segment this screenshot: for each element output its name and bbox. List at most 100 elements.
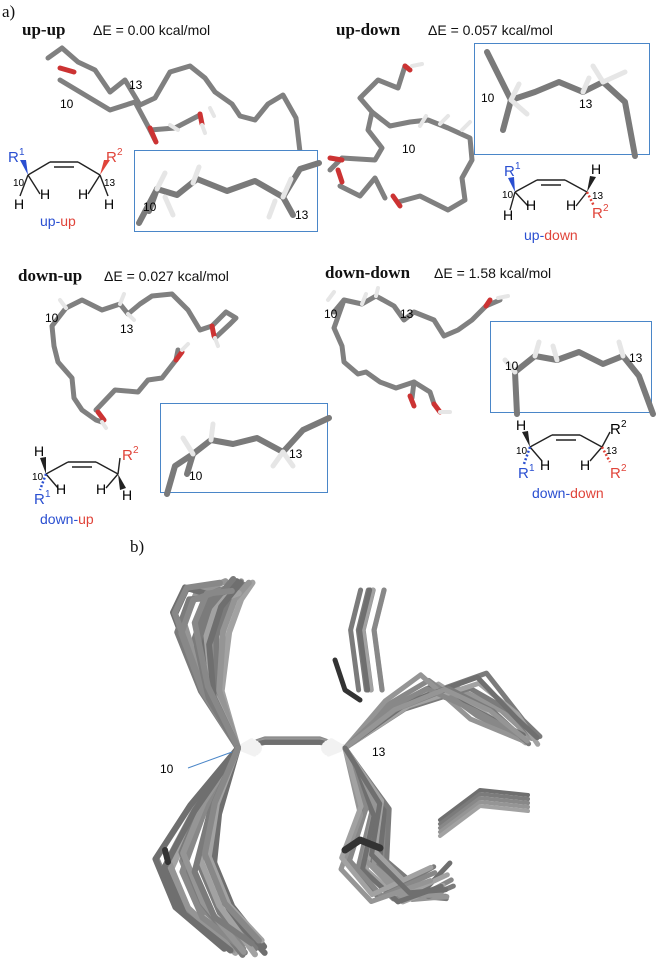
- down-down-title: down-down: [325, 263, 411, 282]
- down-down-r1-sup: 1: [529, 463, 535, 474]
- down-up-caption-second: up: [78, 511, 94, 527]
- conformer-bond: [342, 745, 449, 896]
- up-down-r1-sup: 1: [515, 161, 521, 172]
- up-up-title: up-up: [22, 20, 66, 39]
- up-up-scheme-c10: 10: [13, 178, 25, 189]
- up-up-caption-sep: -: [56, 213, 61, 229]
- up-down-r2-sup: 2: [603, 203, 609, 214]
- up-up-r1: R: [8, 149, 19, 166]
- c10-leader-line: [187, 751, 233, 769]
- down-up-h4: H: [122, 487, 132, 503]
- conformer-bond: [326, 746, 347, 757]
- down-up-inset-c10: 10: [189, 469, 203, 483]
- down-up-h-top: H: [34, 443, 44, 459]
- up-down-scheme-c13: 13: [592, 191, 604, 202]
- down-up-h3: H: [96, 481, 106, 497]
- up-up-caption-first: up: [40, 213, 56, 229]
- up-down-r1: R: [504, 163, 515, 180]
- conformer-bond: [438, 796, 530, 830]
- down-up-scheme-c10: 10: [32, 472, 44, 483]
- conformer-bond: [438, 792, 530, 826]
- conformer-bond: [360, 587, 376, 693]
- up-up-energy: ΔE = 0.00 kcal/mol: [93, 22, 211, 38]
- conformer-bond: [371, 587, 387, 693]
- down-up-energy: ΔE = 0.027 kcal/mol: [104, 268, 229, 284]
- conformer-bond: [348, 587, 364, 693]
- down-down-r2-bottom-sup: 2: [621, 463, 627, 474]
- conformer-bond: [357, 587, 373, 693]
- conformer-bond: [438, 800, 530, 834]
- up-up-inset-c10: 10: [143, 200, 157, 214]
- up-down-r2: R: [592, 205, 603, 222]
- down-down-inset-c13: 13: [629, 351, 643, 365]
- down-down-h2: H: [540, 457, 550, 473]
- conformer-bond: [162, 847, 171, 865]
- down-down-energy: ΔE = 1.58 kcal/mol: [434, 265, 552, 281]
- up-up-c13-label: 13: [129, 78, 143, 92]
- up-up-r2: R: [106, 149, 117, 166]
- conformer-bond: [201, 745, 262, 944]
- down-up-inset: 10 13: [160, 403, 332, 497]
- down-down-caption: down-down: [532, 485, 604, 501]
- down-down-caption-first: down: [532, 485, 565, 501]
- down-up-c13-label: 13: [120, 322, 134, 336]
- conformer-bond: [342, 686, 530, 751]
- conformer-bond: [332, 657, 363, 703]
- down-down-caption-second: down: [570, 485, 603, 501]
- down-up-c10-label: 10: [45, 311, 59, 325]
- down-down-scheme-c13: 13: [606, 446, 618, 457]
- conformer-bond: [179, 745, 247, 952]
- down-up-r1-sup: 1: [45, 489, 51, 500]
- down-down-c13-label: 13: [400, 307, 414, 321]
- down-up-r2-sup: 2: [133, 445, 139, 456]
- up-down-inset-c13: 13: [579, 97, 593, 111]
- up-up-h4: H: [104, 196, 114, 212]
- up-down-h-top: H: [591, 161, 601, 177]
- up-down-title: up-down: [336, 20, 401, 39]
- conformer-bond: [339, 745, 434, 898]
- down-up-inset-c13: 13: [289, 447, 303, 461]
- down-down-caption-sep: -: [565, 485, 570, 501]
- up-up-inset-c13: 13: [295, 208, 309, 222]
- up-down-energy: ΔE = 0.057 kcal/mol: [428, 22, 553, 38]
- up-down-h1: H: [503, 207, 513, 223]
- conformer-bond: [438, 788, 530, 822]
- conformer-bond: [342, 686, 525, 751]
- up-down-caption: up-down: [524, 227, 578, 243]
- down-up-h2: H: [56, 481, 66, 497]
- up-up-scheme-c13: 13: [104, 178, 116, 189]
- up-up-r1-sup: 1: [19, 147, 25, 158]
- conformer-bond: [341, 836, 384, 854]
- up-down-inset: 10 13: [474, 43, 650, 159]
- down-down-scheme-c10: 10: [516, 446, 528, 457]
- down-up-caption-first: down: [40, 511, 73, 527]
- up-down-inset-c10: 10: [481, 91, 495, 105]
- down-up-r2: R: [122, 447, 133, 464]
- conformer-bond: [438, 804, 530, 838]
- up-up-h1: H: [14, 196, 24, 212]
- conformer-bond: [161, 745, 241, 954]
- down-down-inset: 10 13: [490, 321, 656, 417]
- down-down-r2-top-sup: 2: [621, 419, 627, 430]
- down-down-h3: H: [580, 457, 590, 473]
- up-up-h3: H: [78, 186, 88, 202]
- conformer-bond: [342, 672, 523, 751]
- up-down-caption-second: down: [544, 227, 577, 243]
- down-up-title: down-up: [18, 266, 83, 285]
- panel-a-label: a): [2, 2, 16, 21]
- panel-b-label: b): [130, 537, 145, 556]
- conformer-bond: [342, 745, 438, 899]
- conformer-bond: [342, 745, 444, 905]
- down-down-r2-bottom: R: [610, 465, 621, 482]
- down-up-r1: R: [34, 491, 45, 508]
- up-up-inset: 10 13: [134, 150, 322, 232]
- up-down-caption-sep: -: [540, 227, 545, 243]
- overlay-c10-label: 10: [160, 762, 174, 776]
